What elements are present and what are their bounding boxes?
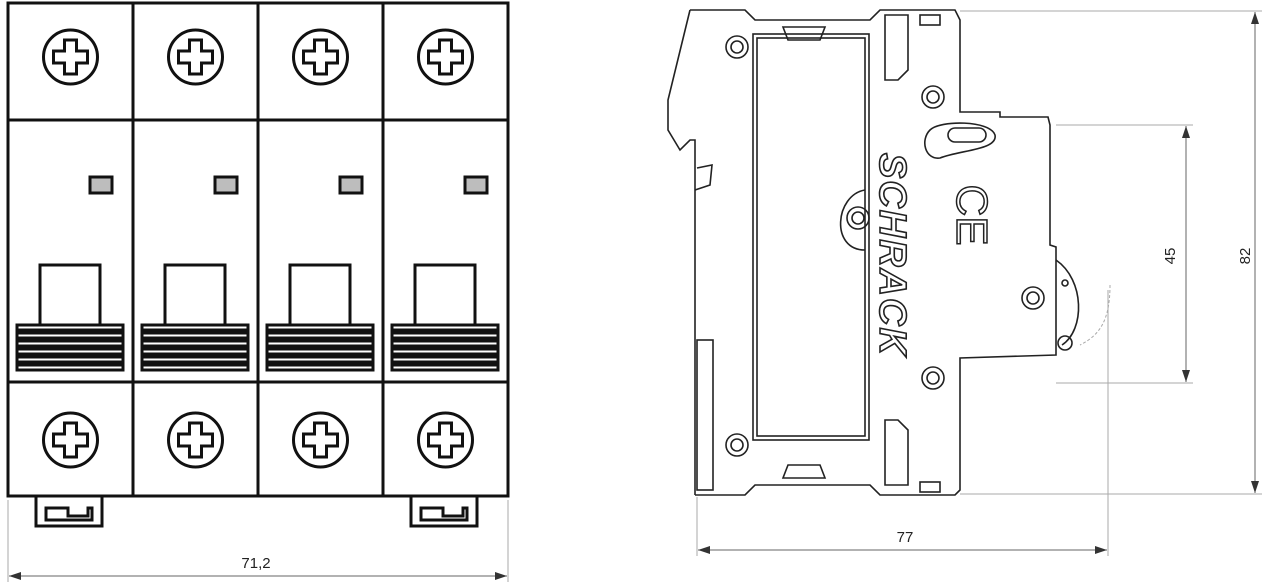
cross-icon xyxy=(302,421,339,459)
handle-grip-line xyxy=(265,347,375,356)
din-clip xyxy=(34,496,104,528)
front-height-dimension-label: 45 xyxy=(1162,248,1179,265)
toggle-handle xyxy=(163,263,227,327)
handle-grip-line xyxy=(15,355,125,364)
terminal-screw-icon xyxy=(292,28,349,86)
cross-icon xyxy=(177,38,214,76)
width-dimension: 71,2 xyxy=(7,500,509,582)
handle-grip-line xyxy=(390,355,500,364)
cross-icon xyxy=(52,38,89,76)
cross-icon xyxy=(177,421,214,459)
handle-grip-line xyxy=(15,331,125,340)
side-body-outline xyxy=(690,9,1057,496)
cross-icon xyxy=(427,421,464,459)
height-dimension: 82 xyxy=(960,10,1262,495)
din-clip xyxy=(409,496,479,528)
terminal-screw-icon xyxy=(417,411,474,469)
handle-grip-line xyxy=(140,363,250,372)
brand-logo: SCHRACK xyxy=(871,153,913,358)
handle-grip-line xyxy=(15,339,125,348)
terminal-screw-icon xyxy=(417,28,474,86)
handle-grip-line xyxy=(390,363,500,372)
handle-grip-line xyxy=(140,347,250,356)
din-clip xyxy=(667,9,696,495)
handle-grip-line xyxy=(265,339,375,348)
side-view: CE SCHRACK xyxy=(667,9,1111,496)
svg-text:CE: CE xyxy=(947,184,996,245)
terminal-screw-icon xyxy=(42,28,99,86)
handle-grip-line xyxy=(15,347,125,356)
handle-grip-line xyxy=(390,323,500,332)
height-dimension-label: 82 xyxy=(1237,248,1254,265)
handle-grip-line xyxy=(390,347,500,356)
ce-mark: CE xyxy=(946,184,997,247)
terminal-screw-icon xyxy=(167,411,224,469)
handle-grip-line xyxy=(140,331,250,340)
cross-icon xyxy=(52,421,89,459)
cross-icon xyxy=(302,38,339,76)
cross-icon xyxy=(427,38,464,76)
depth-dimension: 77 xyxy=(696,290,1109,556)
toggle-handle xyxy=(288,263,352,327)
side-handle xyxy=(1055,259,1080,346)
handle-grip-line xyxy=(390,339,500,348)
handle-grip-line xyxy=(265,363,375,372)
terminal-screw-icon xyxy=(167,28,224,86)
toggle-handle xyxy=(38,263,102,327)
status-indicator xyxy=(463,175,489,195)
front-view xyxy=(6,1,510,528)
depth-dimension-label: 77 xyxy=(897,529,914,546)
handle-grip-line xyxy=(265,355,375,364)
toggle-handle xyxy=(413,263,477,327)
handle-grip-line xyxy=(140,339,250,348)
handle-grip-line xyxy=(265,331,375,340)
handle-grip-line xyxy=(265,323,375,332)
status-indicator xyxy=(213,175,239,195)
handle-grip-line xyxy=(140,355,250,364)
terminal-screw-icon xyxy=(292,411,349,469)
status-indicator xyxy=(88,175,114,195)
width-dimension-label: 71,2 xyxy=(241,555,270,572)
status-indicator xyxy=(338,175,364,195)
handle-grip-line xyxy=(15,323,125,332)
handle-grip-line xyxy=(140,323,250,332)
side-screw-holes xyxy=(725,35,1045,457)
terminal-screw-icon xyxy=(42,411,99,469)
front-height-dimension: 45 xyxy=(1056,124,1193,384)
handle-grip-line xyxy=(390,331,500,340)
handle-grip-line xyxy=(15,363,125,372)
